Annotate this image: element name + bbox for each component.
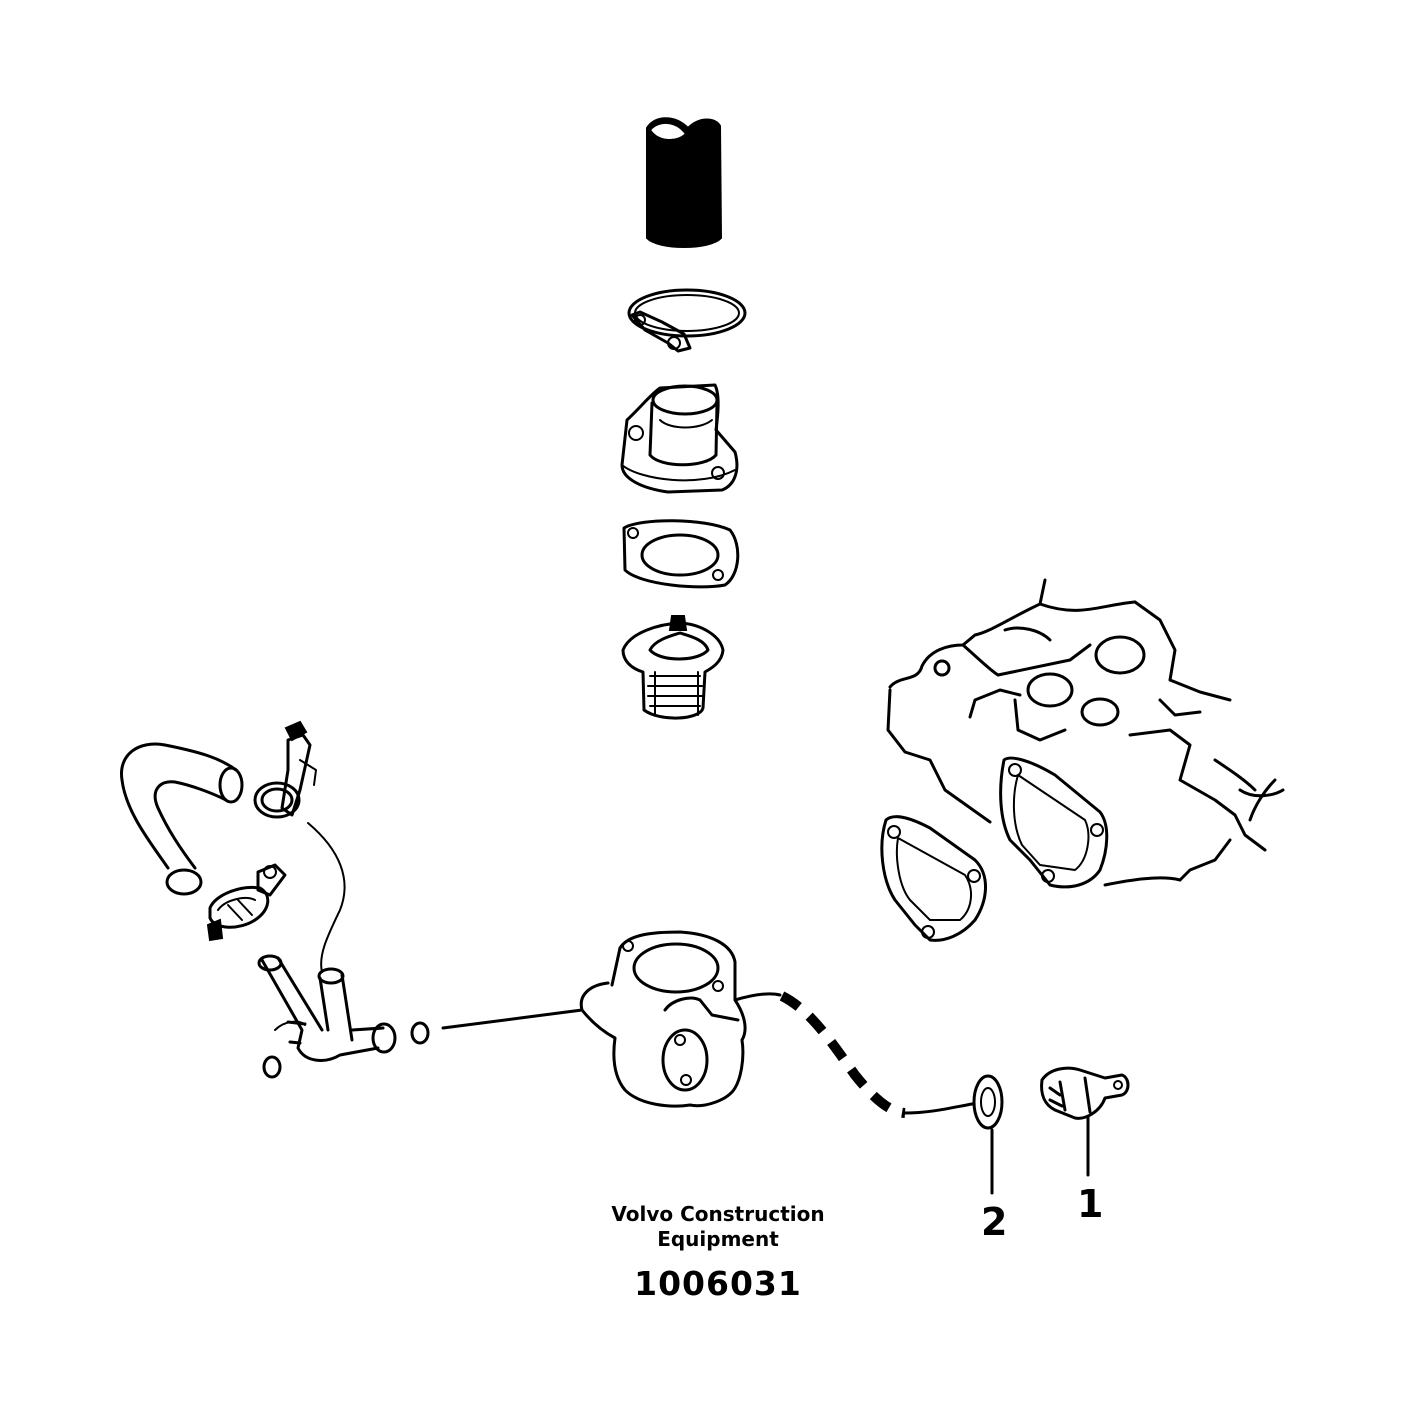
callout-1: 1 — [1077, 1182, 1104, 1226]
bypass-hose — [120, 742, 244, 896]
sensor-assembly-line — [779, 991, 906, 1118]
thermostat — [621, 615, 725, 720]
callout-2: 2 — [981, 1200, 1008, 1244]
thermostat-housing-cover — [620, 383, 739, 494]
assembly-line — [441, 1008, 584, 1030]
gasket-side — [880, 815, 987, 942]
sealing-washer — [972, 1074, 1004, 1195]
diagram-reference-number: 1006031 — [634, 1264, 802, 1303]
engine-block-housing — [886, 578, 1285, 889]
temperature-sensor — [1040, 1066, 1130, 1177]
brand-caption-line2: Equipment — [657, 1227, 779, 1251]
hose-clamp — [627, 288, 747, 353]
water-pipe — [257, 822, 430, 1079]
sensor-assembly-line-end — [903, 1102, 974, 1115]
upper-hose — [646, 117, 723, 248]
brand-caption-line1: Volvo Construction — [611, 1202, 825, 1226]
spring-clamp-upper — [253, 720, 317, 819]
thermostat-housing — [579, 930, 782, 1108]
spring-clamp-lower — [206, 863, 287, 942]
gasket-upper — [622, 519, 740, 589]
